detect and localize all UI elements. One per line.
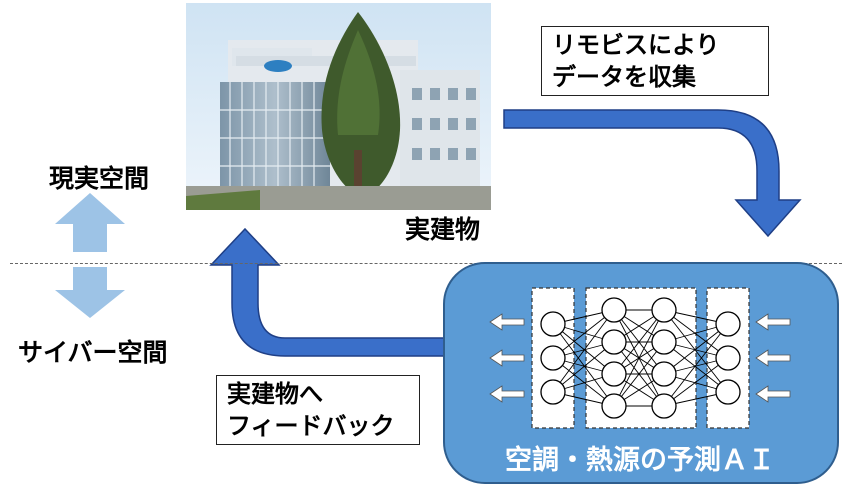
output-arrow-icon: [489, 385, 525, 403]
collect-callout-line2: データを収集: [552, 63, 696, 91]
input-arrow-icon: [755, 385, 791, 403]
nn-connection: [663, 309, 729, 359]
nn-node: [651, 393, 677, 419]
space-divider: [10, 263, 842, 264]
nn-node: [715, 311, 741, 337]
nn-node: [601, 329, 627, 355]
collect-callout-line1: リモビスにより: [552, 31, 720, 59]
building-label: 実建物: [405, 215, 481, 244]
nn-node: [601, 393, 627, 419]
nn-connection: [552, 323, 615, 375]
nn-connection: [663, 309, 729, 393]
output-arrow-icon: [489, 313, 525, 331]
input-arrow-icon: [755, 313, 791, 331]
nn-connection: [613, 341, 665, 407]
nn-node: [715, 345, 741, 371]
nn-connection: [552, 357, 615, 407]
feedback-callout: 実建物へ フィードバック: [216, 375, 420, 445]
nn-connection: [663, 341, 729, 393]
nn-node: [540, 379, 566, 405]
nn-connection: [552, 309, 615, 393]
curved-arrow-down-icon: [503, 109, 802, 238]
nn-connection: [663, 323, 729, 407]
nn-connection: [663, 357, 729, 407]
real-space-label: 現実空間: [49, 164, 150, 193]
nn-connection: [552, 341, 615, 393]
collect-callout: リモビスにより データを収集: [541, 26, 769, 96]
input-arrow-icon: [755, 349, 791, 367]
nn-connection: [663, 323, 729, 375]
nn-node: [540, 311, 566, 337]
curved-arrow-up-icon: [209, 227, 449, 357]
feedback-callout-line1: 実建物へ: [227, 380, 323, 408]
nn-node: [601, 297, 627, 323]
nn-node: [651, 297, 677, 323]
output-arrow-icon: [489, 349, 525, 367]
nn-node: [540, 345, 566, 371]
nn-node: [651, 329, 677, 355]
nn-connection: [552, 309, 615, 359]
nn-connection: [552, 323, 615, 407]
nn-node: [601, 361, 627, 387]
nn-connection: [613, 309, 665, 407]
nn-connection: [613, 309, 665, 375]
ai-panel-title: 空調・熱源の予測ＡＩ: [505, 445, 775, 476]
nn-node: [651, 361, 677, 387]
arrow-up-icon: [55, 193, 125, 252]
arrow-down-icon: [55, 267, 125, 318]
nn-node: [715, 379, 741, 405]
cyber-space-label: サイバー空間: [18, 338, 168, 367]
feedback-callout-line2: フィードバック: [227, 412, 395, 440]
